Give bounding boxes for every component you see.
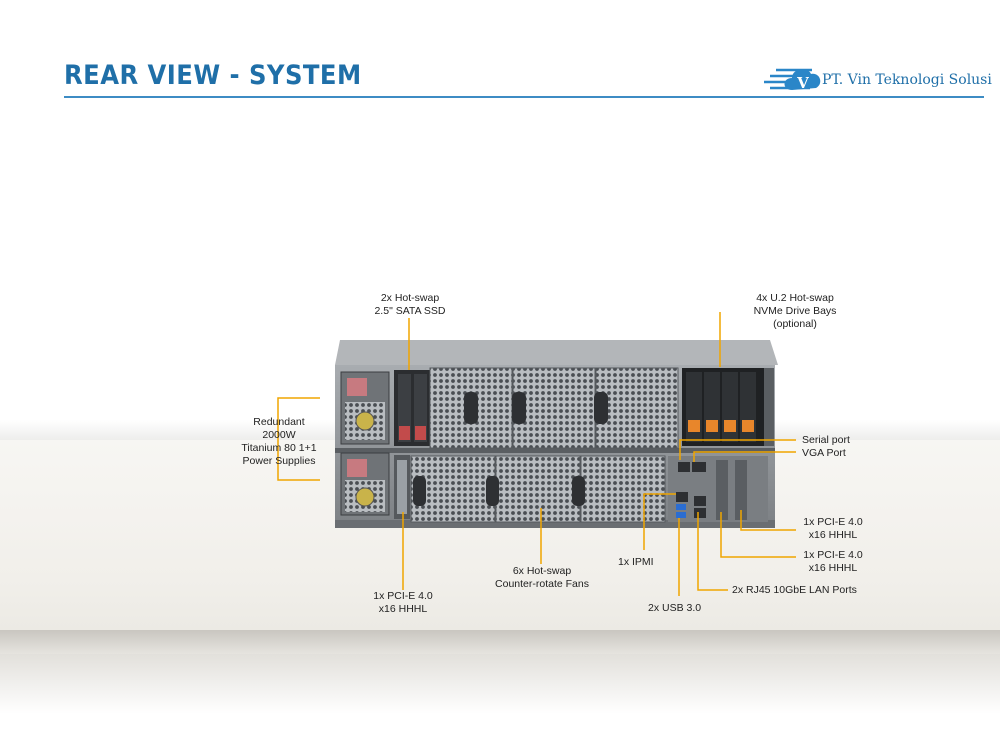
callout-line-pcie-right-2	[720, 512, 796, 558]
callout-psu: Redundant 2000W Titanium 80 1+1 Power Su…	[241, 416, 317, 467]
pcie-slot-right-2	[735, 460, 747, 520]
callout-nvme: 4x U.2 Hot-swap NVMe Drive Bays (optiona…	[753, 292, 837, 330]
usb-port-1	[676, 504, 686, 510]
fan-bottom-2	[486, 455, 581, 523]
callout-line-serial	[679, 439, 796, 460]
callout-ipmi: 1x IPMI	[618, 556, 654, 568]
serial-port	[678, 462, 690, 472]
callout-vga: VGA Port	[802, 447, 846, 459]
lan-port-1	[694, 496, 706, 506]
fan-bottom-3	[572, 455, 666, 523]
fan-top-1	[429, 367, 513, 449]
callout-usb: 2x USB 3.0	[648, 602, 702, 614]
callout-line-lan	[697, 512, 728, 591]
vga-port	[692, 462, 706, 472]
callout-fans: 6x Hot-swap Counter-rotate Fans	[495, 565, 589, 590]
callout-serial: Serial port	[802, 434, 850, 446]
fan-top-2	[512, 367, 596, 449]
usb-port-2	[676, 512, 686, 518]
callout-pcie-left: 1x PCI-E 4.0 x16 HHHL	[373, 590, 433, 615]
page-title: REAR VIEW - SYSTEM	[64, 60, 362, 91]
power-supply-bottom	[340, 452, 390, 516]
svg-text:V: V	[796, 74, 809, 92]
company-logo: V	[764, 68, 821, 92]
background-shelf-edge	[0, 630, 1000, 654]
callout-lan: 2x RJ45 10GbE LAN Ports	[732, 584, 857, 596]
callout-line-vga	[693, 451, 796, 462]
company-name: PT. Vin Teknologi Solusi	[822, 72, 992, 88]
title-underline	[64, 96, 984, 98]
cloud-logo-icon: V	[764, 68, 821, 92]
fan-top-3	[594, 367, 679, 449]
io-panel	[668, 456, 768, 522]
sata-ssd-bays	[394, 370, 430, 446]
callout-sata-ssd: 2x Hot-swap 2.5" SATA SSD	[374, 292, 446, 317]
callout-line-psu	[277, 397, 320, 481]
callout-pcie-right-2: 1x PCI-E 4.0 x16 HHHL	[803, 549, 863, 574]
fan-bottom-1	[410, 455, 496, 523]
nvme-drive-bays	[682, 368, 774, 446]
lan-port-2	[694, 508, 706, 518]
ipmi-port	[676, 492, 688, 502]
pcie-slot-left	[394, 455, 410, 519]
callout-pcie-right-1: 1x PCI-E 4.0 x16 HHHL	[803, 516, 863, 541]
callout-lines	[277, 312, 796, 596]
callout-line-pcie-right-1	[740, 510, 796, 531]
callout-line-ipmi	[643, 493, 676, 550]
pcie-slot-right-1	[716, 460, 728, 520]
power-supply-top	[340, 371, 390, 445]
background-shelf-bottom	[0, 654, 1000, 714]
